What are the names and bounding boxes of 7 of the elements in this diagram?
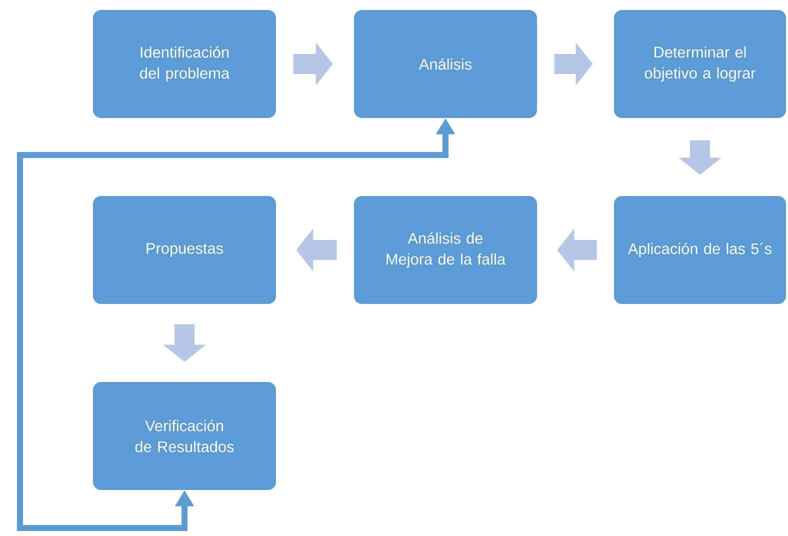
process-box: Análisis de Mejora de la falla xyxy=(354,196,537,304)
process-box: Propuestas xyxy=(93,196,276,304)
process-box: Verificación de Resultados xyxy=(93,382,276,490)
process-box: Determinar el objetivo a lograr xyxy=(614,10,786,118)
process-box: Identificación del problema xyxy=(93,10,276,118)
process-box: Análisis xyxy=(354,10,537,118)
process-box: Aplicación de las 5´s xyxy=(614,196,786,304)
